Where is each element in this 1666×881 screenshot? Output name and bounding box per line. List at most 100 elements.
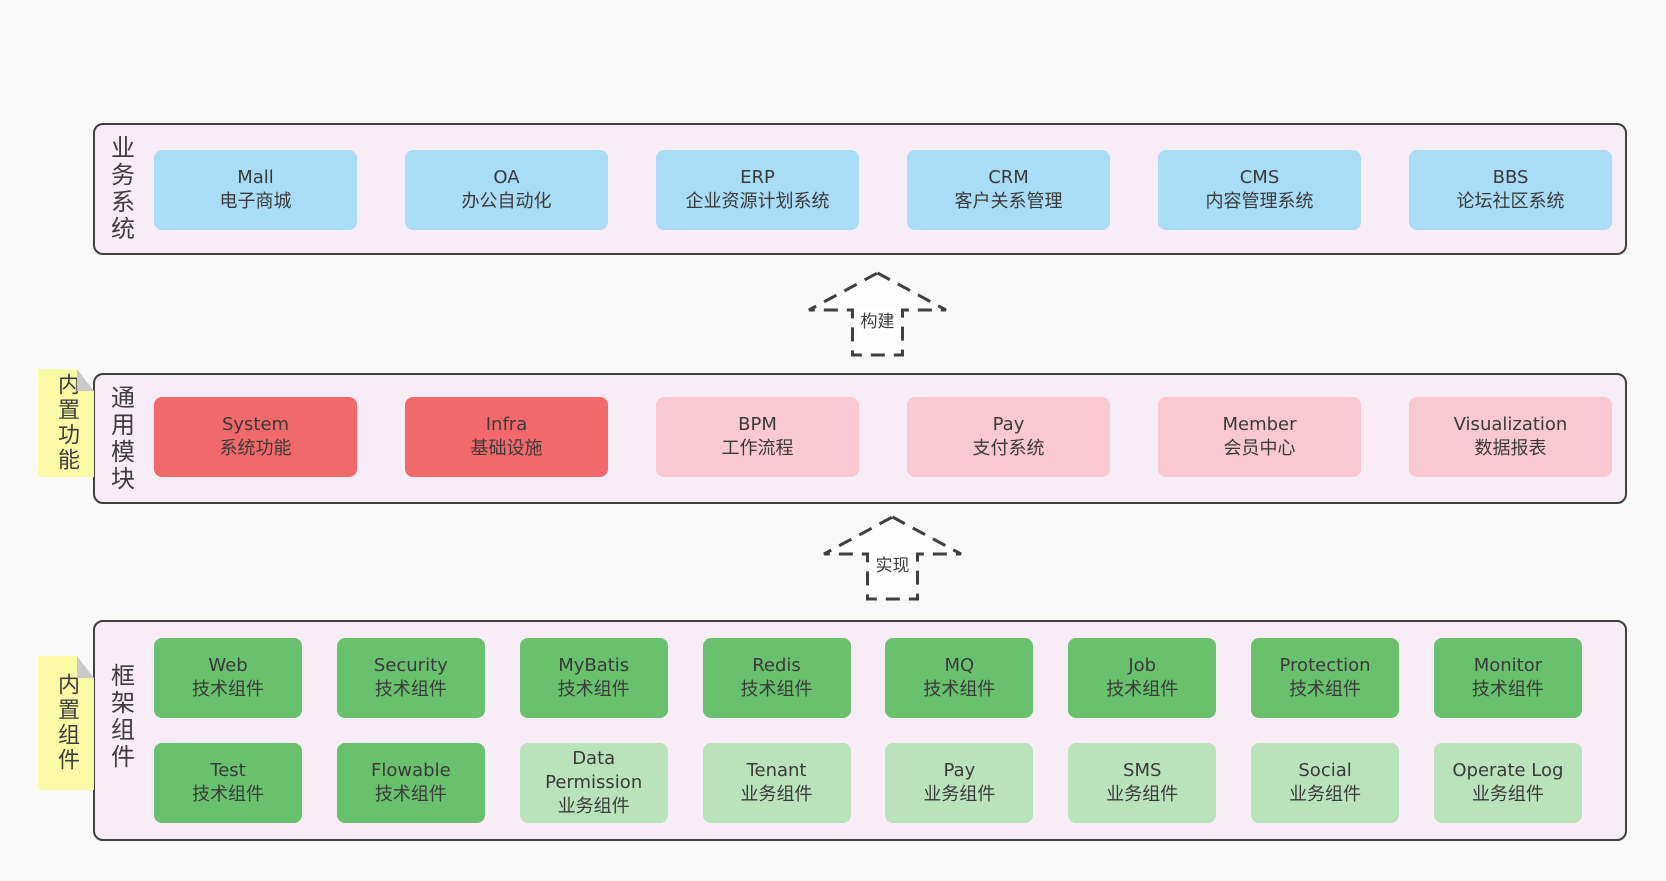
box-name: Tenant — [746, 760, 807, 781]
box-redis: Redis 技术组件 — [702, 638, 851, 718]
box-desc: 支付系统 — [972, 438, 1045, 459]
box-desc: 会员中心 — [1223, 438, 1296, 459]
box-pay-component: Pay 业务组件 — [885, 743, 1034, 823]
band-label-text: 框架组件 — [106, 662, 135, 771]
framework-box-row-1: Web 技术组件 Security 技术组件 MyBatis 技术组件 Redi… — [154, 638, 1582, 718]
sticky-label: 内置组件 — [54, 673, 79, 773]
box-system: System 系统功能 — [154, 397, 357, 477]
box-desc: 业务组件 — [740, 784, 813, 805]
box-desc: 论坛社区系统 — [1456, 191, 1565, 212]
box-name: Protection — [1279, 655, 1371, 676]
box-mall: Mall 电子商城 — [154, 150, 357, 230]
band-business-systems: 业务系统 Mall 电子商城 OA 办公自动化 ERP 企业资源计划系统 CRM… — [93, 123, 1627, 255]
box-desc: 电子商城 — [219, 191, 292, 212]
sticky-fold-icon — [77, 656, 94, 678]
box-desc: 技术组件 — [1471, 679, 1544, 700]
box-operate-log: Operate Log 业务组件 — [1433, 743, 1582, 823]
sticky-note-builtin-features: 内置功能 — [38, 369, 94, 477]
box-desc: 办公自动化 — [461, 191, 552, 212]
box-job: Job 技术组件 — [1068, 638, 1217, 718]
box-flowable: Flowable 技术组件 — [336, 743, 485, 823]
box-desc: 内容管理系统 — [1205, 191, 1314, 212]
band-framework-label: 框架组件 — [103, 622, 139, 839]
box-name: Social — [1298, 760, 1352, 781]
box-infra: Infra 基础设施 — [405, 397, 608, 477]
box-crm: CRM 客户关系管理 — [907, 150, 1110, 230]
box-name: Test — [210, 760, 246, 781]
box-desc: 企业资源计划系统 — [685, 191, 830, 212]
box-sms: SMS 业务组件 — [1068, 743, 1217, 823]
box-desc: 系统功能 — [219, 438, 292, 459]
box-desc: 技术组件 — [374, 784, 447, 805]
band-business-label: 业务系统 — [103, 125, 139, 253]
box-desc: 技术组件 — [192, 679, 264, 700]
box-name: SMS — [1123, 760, 1162, 781]
box-test: Test 技术组件 — [154, 743, 302, 823]
box-name: System — [221, 414, 290, 435]
box-bpm: BPM 工作流程 — [656, 397, 859, 477]
box-name: Member — [1222, 414, 1297, 435]
band-modules-label: 通用模块 — [103, 375, 139, 502]
box-name: CRM — [988, 167, 1029, 188]
arrow-build-label: 构建 — [857, 307, 898, 332]
box-member: Member 会员中心 — [1158, 397, 1361, 477]
box-desc: 业务组件 — [923, 784, 996, 805]
box-web: Web 技术组件 — [154, 638, 302, 718]
box-name: MyBatis — [558, 655, 630, 676]
sticky-fold-icon — [77, 369, 94, 391]
box-name: Operate Log — [1452, 760, 1564, 781]
box-oa: OA 办公自动化 — [405, 150, 608, 230]
framework-box-row-2: Test 技术组件 Flowable 技术组件 Data Permission … — [154, 743, 1582, 823]
box-name: ERP — [740, 167, 775, 188]
arrow-implement-label: 实现 — [872, 551, 913, 576]
box-monitor: Monitor 技术组件 — [1433, 638, 1582, 718]
box-name: Job — [1128, 655, 1157, 676]
box-desc: 客户关系管理 — [954, 191, 1063, 212]
box-mybatis: MyBatis 技术组件 — [519, 638, 668, 718]
box-erp: ERP 企业资源计划系统 — [656, 150, 859, 230]
box-desc: 技术组件 — [192, 784, 264, 805]
box-data-permission: Data Permission 业务组件 — [519, 743, 668, 823]
box-desc: 业务组件 — [1471, 784, 1544, 805]
box-desc: 基础设施 — [470, 438, 543, 459]
box-name: Redis — [752, 655, 801, 676]
box-protection: Protection 技术组件 — [1251, 638, 1400, 718]
box-cms: CMS 内容管理系统 — [1158, 150, 1361, 230]
box-name: MQ — [944, 655, 975, 676]
sticky-label: 内置功能 — [54, 373, 79, 473]
band-label-text: 通用模块 — [106, 384, 135, 493]
arrow-build: 构建 — [806, 270, 949, 358]
box-desc: 技术组件 — [374, 679, 447, 700]
box-desc: 技术组件 — [1106, 679, 1179, 700]
box-name: Data Permission — [545, 748, 643, 793]
band-label-text: 业务系统 — [106, 135, 135, 243]
box-name: BPM — [738, 414, 777, 435]
box-desc: 数据报表 — [1474, 438, 1547, 459]
box-mq: MQ 技术组件 — [885, 638, 1034, 718]
box-name: Pay — [943, 760, 976, 781]
box-desc: 技术组件 — [740, 679, 813, 700]
band-common-modules: 通用模块 System 系统功能 Infra 基础设施 BPM 工作流程 Pay… — [93, 373, 1627, 504]
box-desc: 工作流程 — [721, 438, 794, 459]
box-pay-system: Pay 支付系统 — [907, 397, 1110, 477]
box-name: Infra — [485, 414, 528, 435]
business-box-row: Mall 电子商城 OA 办公自动化 ERP 企业资源计划系统 CRM 客户关系… — [154, 150, 1612, 230]
box-social: Social 业务组件 — [1251, 743, 1400, 823]
box-name: CMS — [1239, 167, 1280, 188]
box-name: Pay — [992, 414, 1025, 435]
box-security: Security 技术组件 — [336, 638, 485, 718]
box-bbs: BBS 论坛社区系统 — [1409, 150, 1612, 230]
arrow-implement: 实现 — [821, 514, 964, 602]
box-name: Web — [208, 655, 248, 676]
box-name: Monitor — [1473, 655, 1543, 676]
box-desc: 业务组件 — [557, 796, 630, 817]
modules-box-row: System 系统功能 Infra 基础设施 BPM 工作流程 Pay 支付系统… — [154, 397, 1612, 477]
box-visualization: Visualization 数据报表 — [1409, 397, 1612, 477]
box-name: BBS — [1492, 167, 1529, 188]
box-desc: 技术组件 — [557, 679, 630, 700]
box-name: Visualization — [1453, 414, 1568, 435]
box-tenant: Tenant 业务组件 — [702, 743, 851, 823]
box-name: Mall — [237, 167, 274, 188]
box-name: OA — [493, 167, 520, 188]
